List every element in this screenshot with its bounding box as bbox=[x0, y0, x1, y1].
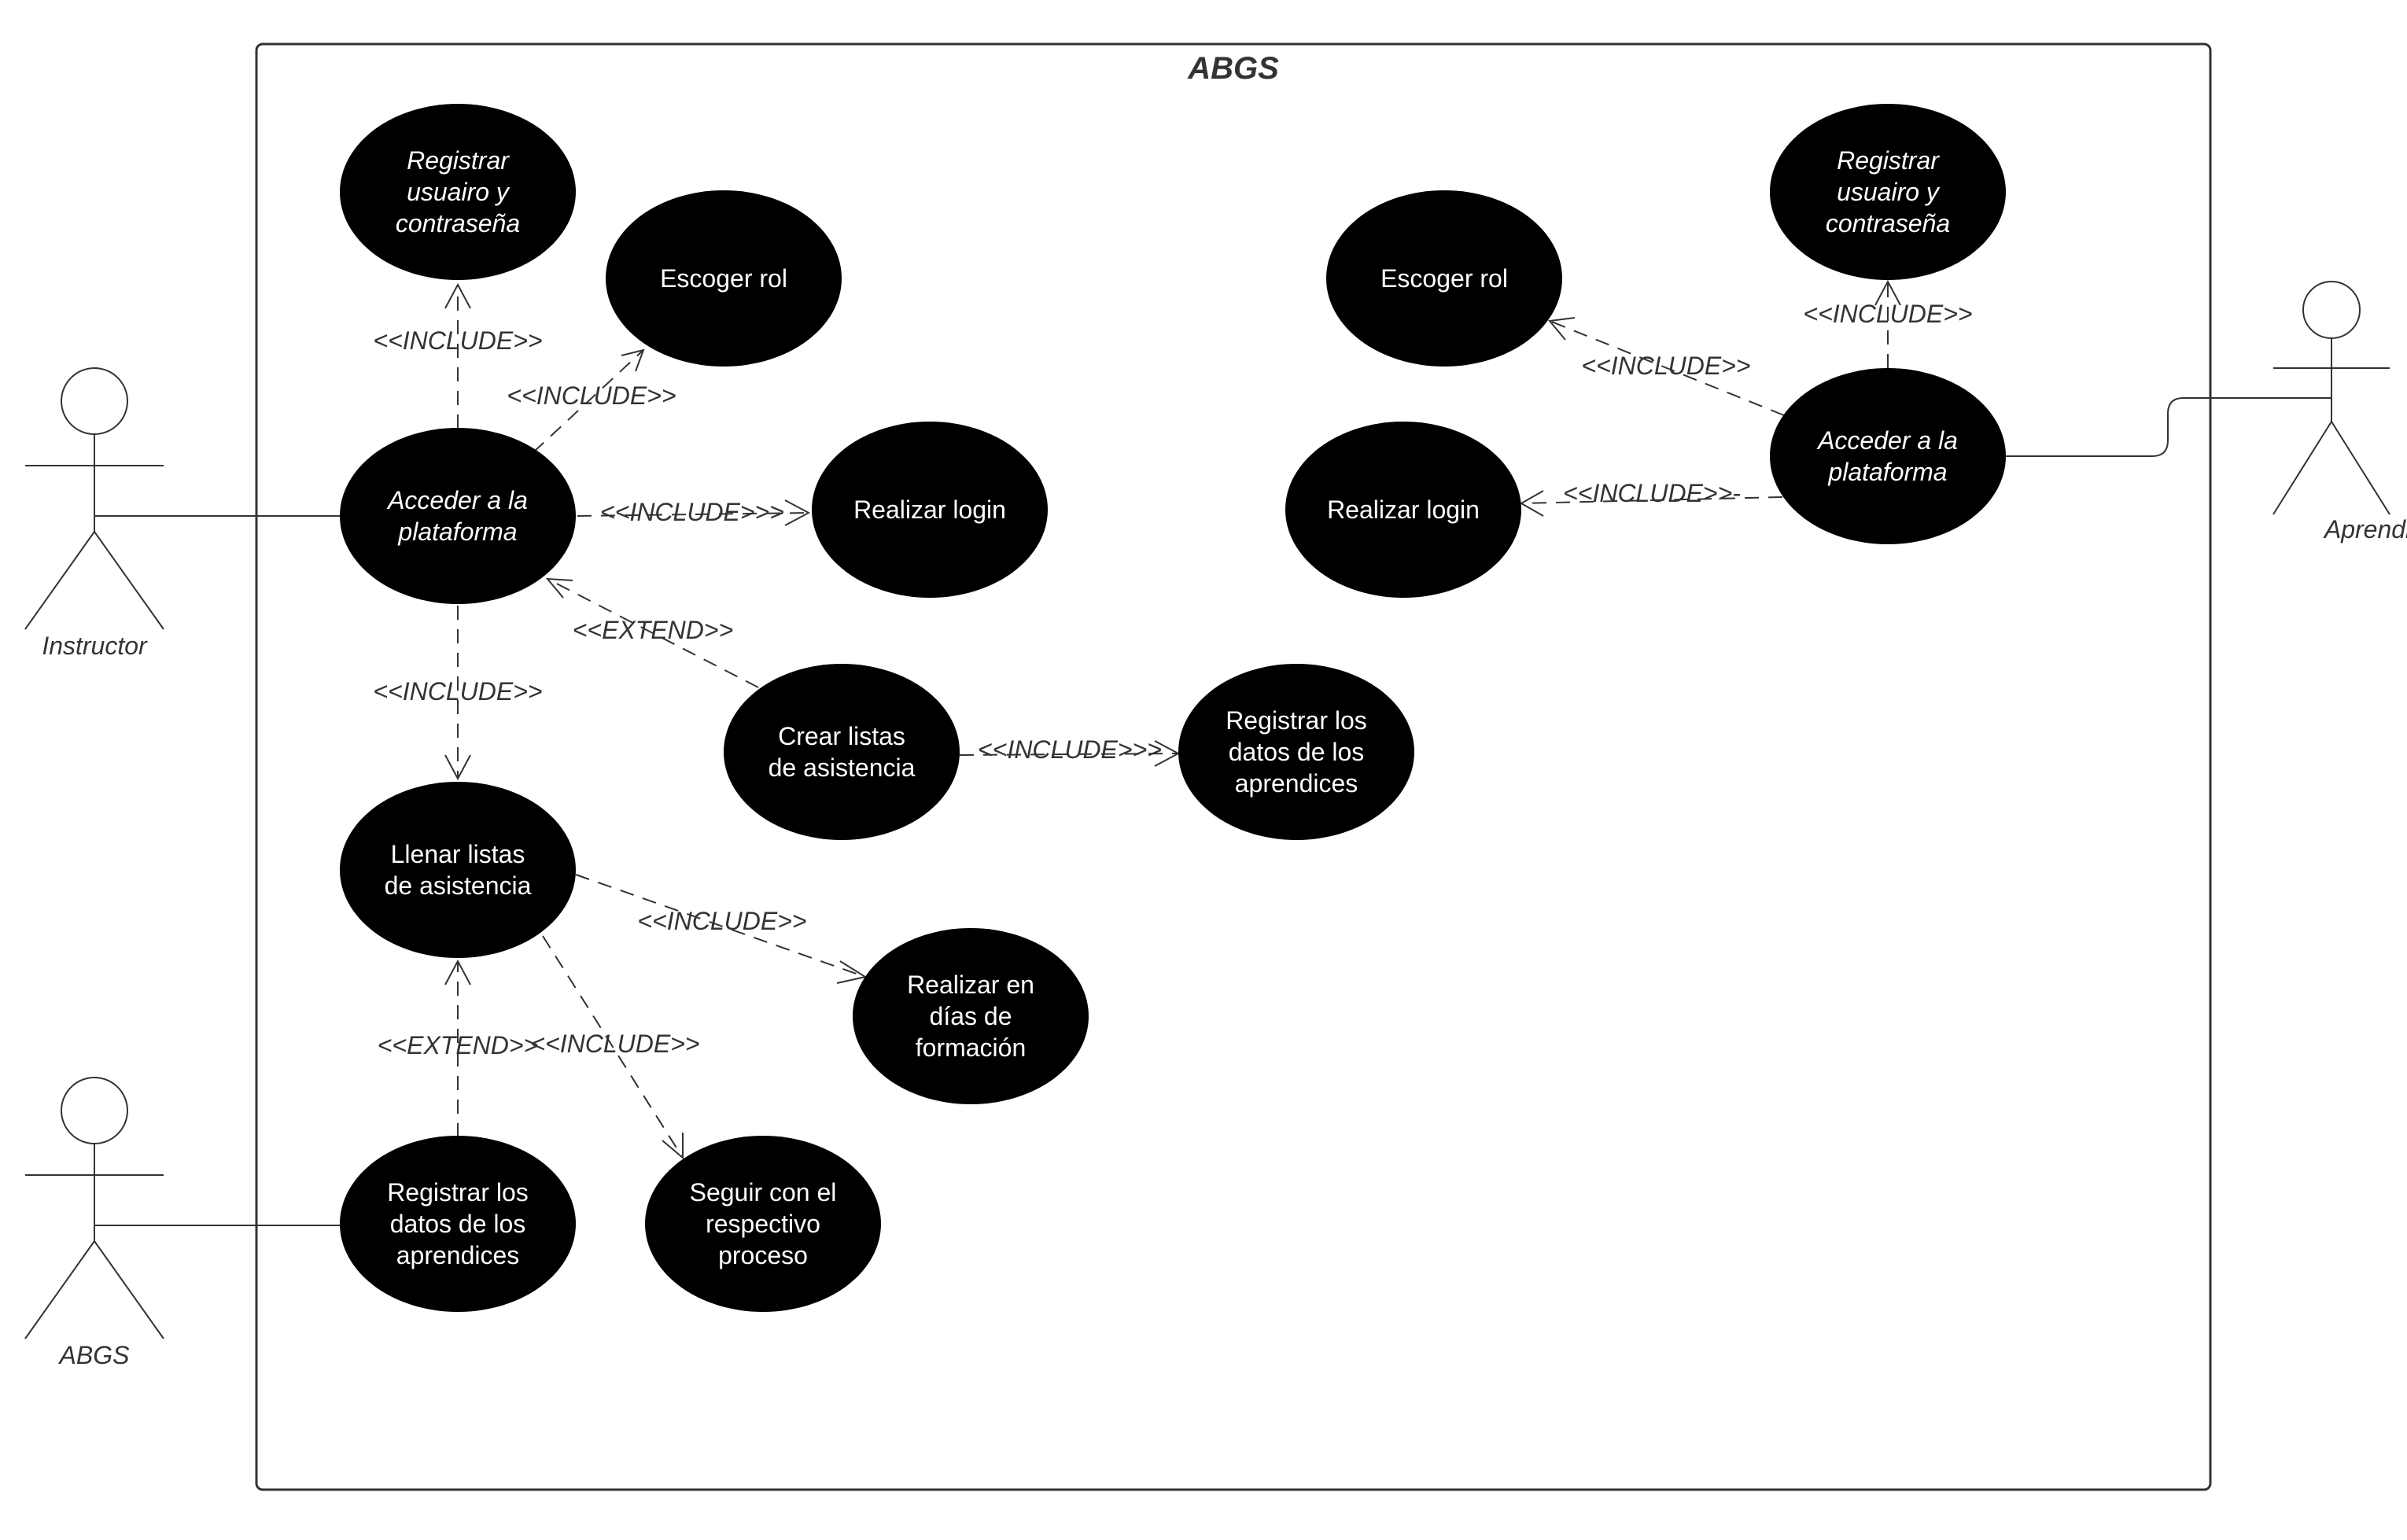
label-extend-crear: <<EXTEND>> bbox=[573, 616, 734, 644]
usecase-llenar-listas[interactable]: Llenar listas de asistencia bbox=[340, 782, 576, 958]
usecase-label-line: usuairo y bbox=[1837, 178, 1941, 206]
svg-text:Escoger rol: Escoger rol bbox=[660, 264, 787, 293]
usecase-escoger-rol-left[interactable]: Escoger rol bbox=[606, 190, 842, 367]
usecase-registrar-datos-mid[interactable]: Registrar los datos de los aprendices bbox=[1178, 664, 1414, 840]
label-extend-llenar: <<EXTEND>> bbox=[378, 1031, 539, 1059]
edge-acceder-right-registrar-usuario bbox=[1874, 279, 1901, 368]
edge-llenar-seguir bbox=[542, 935, 684, 1160]
usecase-label-line: Escoger rol bbox=[1380, 264, 1508, 293]
edge-acceder-right-escoger-rol bbox=[1548, 317, 1785, 416]
label-include-right-login: <<INCLUDE>>- bbox=[1563, 479, 1741, 507]
usecase-escoger-rol-right[interactable]: Escoger rol bbox=[1326, 190, 1562, 367]
actor-label-abgs: ABGS bbox=[58, 1341, 130, 1369]
system-boundary bbox=[255, 42, 2212, 1491]
usecase-realizar-login-left[interactable]: Realizar login bbox=[812, 422, 1048, 598]
usecase-label-line: contraseña bbox=[1826, 209, 1950, 238]
edge-crear-acceder-extend bbox=[545, 577, 759, 688]
actor-label-instructor: Instructor bbox=[42, 632, 148, 660]
usecase-registrar-usuario-left[interactable]: Registrar usuairo y contraseña bbox=[340, 104, 576, 280]
label-include-registrar-datos: <<INCLUDE>>> bbox=[978, 735, 1162, 764]
association-aprendiz-acceder bbox=[2001, 397, 2331, 457]
actor-instructor[interactable]: Instructor bbox=[24, 367, 164, 660]
usecase-registrar-usuario-right[interactable]: Registrar usuairo y contraseña bbox=[1770, 104, 2006, 280]
usecase-label-line: proceso bbox=[718, 1241, 808, 1269]
label-include-llenar: <<INCLUDE>> bbox=[373, 677, 542, 706]
actor-label-aprendiz: Aprendiz bbox=[2323, 515, 2407, 543]
edge-acceder-llenar bbox=[444, 606, 471, 781]
edge-registrar-llenar-extend bbox=[444, 959, 471, 1137]
label-include-right-escoger: <<INCLUDE>> bbox=[1581, 352, 1750, 380]
usecase-realizar-login-right[interactable]: Realizar login bbox=[1285, 422, 1521, 598]
edge-acceder-registrar-usuario bbox=[444, 282, 471, 429]
usecase-label-line: días de bbox=[930, 1002, 1012, 1030]
actor-abgs[interactable]: ABGS bbox=[24, 1077, 164, 1369]
label-include-escoger-rol: <<INCLUDE>> bbox=[507, 381, 676, 410]
system-title: ABGS bbox=[1187, 51, 1279, 86]
usecase-label-line: Registrar bbox=[1837, 146, 1940, 175]
usecase-label-line: Realizar login bbox=[1327, 496, 1480, 524]
usecase-label-line: plataforma bbox=[397, 518, 517, 546]
usecase-label-line: Escoger rol bbox=[660, 264, 787, 293]
usecase-crear-listas[interactable]: Crear listas de asistencia bbox=[724, 664, 960, 840]
usecase-label-line: aprendices bbox=[396, 1241, 520, 1269]
label-include-right-registrar: <<INCLUDE>> bbox=[1803, 300, 1972, 328]
usecase-realizar-dias[interactable]: Realizar en días de formación bbox=[853, 928, 1089, 1104]
svg-text:Escoger rol: Escoger rol bbox=[1380, 264, 1508, 293]
edge-acceder-escoger-rol bbox=[533, 348, 645, 453]
label-include-realizar-dias: <<INCLUDE>> bbox=[637, 907, 806, 935]
usecase-label-line: formación bbox=[916, 1033, 1027, 1062]
usecase-label-line: usuairo y bbox=[407, 178, 511, 206]
usecase-label-line: de asistencia bbox=[769, 753, 916, 782]
label-include-registrar-usuario: <<INCLUDE>> bbox=[373, 326, 542, 355]
label-include-seguir: <<INCLUDE>> bbox=[530, 1030, 699, 1058]
usecase-label-line: aprendices bbox=[1235, 769, 1358, 798]
usecase-label-line: de asistencia bbox=[385, 871, 532, 900]
usecase-label-line: Realizar login bbox=[853, 496, 1006, 524]
usecase-label-line: plataforma bbox=[1827, 458, 1947, 486]
usecase-label-line: Crear listas bbox=[778, 722, 905, 750]
label-include-login: <<INCLUDE>>> bbox=[600, 498, 784, 526]
usecase-label-line: Acceder a la bbox=[386, 486, 528, 514]
usecase-label-line: respectivo bbox=[706, 1210, 820, 1238]
usecase-label-line: Acceder a la bbox=[1816, 426, 1958, 455]
usecase-label-line: Llenar listas bbox=[391, 840, 525, 868]
usecase-acceder-left[interactable]: Acceder a la plataforma bbox=[340, 428, 576, 604]
usecase-seguir-proceso[interactable]: Seguir con el respectivo proceso bbox=[645, 1136, 881, 1312]
usecase-label-line: datos de los bbox=[1229, 738, 1365, 766]
usecase-label-line: Realizar en bbox=[907, 971, 1034, 999]
svg-text:Realizar login: Realizar login bbox=[1327, 496, 1480, 524]
actor-aprendiz[interactable]: Aprendiz bbox=[2272, 281, 2407, 543]
usecase-label-line: Seguir con el bbox=[690, 1178, 837, 1207]
svg-text:Realizar login: Realizar login bbox=[853, 496, 1006, 524]
usecase-label-line: datos de los bbox=[390, 1210, 526, 1238]
usecase-label-line: contraseña bbox=[396, 209, 520, 238]
usecase-label-line: Registrar los bbox=[1226, 706, 1367, 735]
edge-crear-registrar-datos bbox=[959, 740, 1181, 767]
edge-acceder-login bbox=[577, 499, 811, 526]
usecase-label-line: Registrar bbox=[407, 146, 510, 175]
edge-acceder-right-login bbox=[1519, 490, 1783, 517]
usecase-registrar-datos-bottom[interactable]: Registrar los datos de los aprendices bbox=[340, 1136, 576, 1312]
usecase-label-line: Registrar los bbox=[387, 1178, 529, 1207]
usecase-acceder-right[interactable]: Acceder a la plataforma bbox=[1770, 368, 2006, 544]
